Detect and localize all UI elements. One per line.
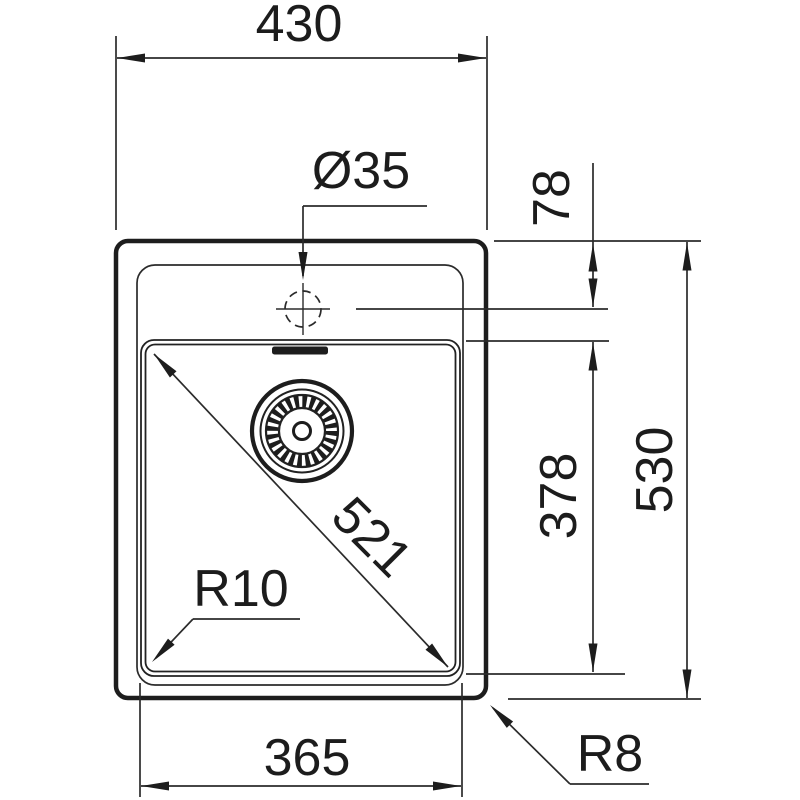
dimension-outer-corner-radius: R8	[490, 705, 649, 785]
sink-outline	[113, 238, 489, 701]
drain-strainer	[249, 378, 355, 484]
drain-middle-ring	[259, 388, 345, 474]
drain-strainer-teeth	[266, 395, 338, 467]
drain-outer-ring	[249, 378, 355, 484]
arrowhead-bottom-right	[425, 643, 448, 667]
arrowhead-up	[588, 243, 598, 272]
dimension-faucet-diameter: Ø35	[298, 142, 427, 280]
arrowhead-right	[458, 53, 486, 63]
drain-center-hole	[292, 421, 312, 441]
dimension-label-outer-corner-radius: R8	[577, 725, 643, 783]
dimension-label-faucet-diameter: Ø35	[312, 142, 410, 200]
arrowhead-down	[588, 643, 598, 672]
dimension-overall-depth: 530	[508, 242, 701, 700]
arrowhead-right	[433, 781, 461, 791]
sink-outer-edge	[113, 238, 489, 701]
dimension-bowl-diagonal: 521	[153, 353, 449, 668]
faucet-hole	[276, 283, 330, 335]
arrowhead-corner	[490, 705, 514, 728]
dimension-bowl-width: 365	[139, 683, 463, 797]
sink-rim-inner-edge	[136, 264, 464, 686]
bowl-inner-edge	[144, 343, 457, 673]
arrowhead-down	[682, 669, 692, 698]
drain-teeth-outer-ring	[264, 393, 340, 469]
arrowhead-top-left	[154, 354, 177, 378]
dimension-label-bowl-width: 365	[264, 729, 351, 787]
dimension-label-bowl-corner-radius: R10	[193, 560, 288, 618]
dimension-label-overall-depth: 530	[626, 427, 684, 514]
arrowhead-left	[117, 53, 145, 63]
arrowhead-up	[682, 242, 692, 271]
dimension-line-diagonal	[153, 353, 449, 668]
dimension-label-bowl-depth: 378	[530, 453, 588, 540]
dimension-overall-width: 430	[115, 0, 488, 230]
dimension-faucet-offset: 78	[356, 163, 701, 310]
arrowhead-down	[588, 278, 598, 307]
arrowhead-left	[141, 781, 169, 791]
dimension-bowl-depth: 378	[466, 340, 625, 675]
dimension-label-bowl-diagonal: 521	[320, 486, 422, 588]
dimension-label-overall-width: 430	[256, 0, 343, 53]
bowl-outer-edge	[140, 339, 461, 677]
overflow-slot	[272, 346, 328, 355]
arrowhead-corner	[152, 638, 175, 662]
arrowhead-down	[298, 252, 308, 280]
drain-teeth-inner-ring	[277, 406, 327, 456]
arrowhead-up	[588, 342, 598, 371]
dimension-label-faucet-offset: 78	[523, 169, 581, 227]
dimension-bowl-corner-radius: R10	[152, 560, 300, 662]
